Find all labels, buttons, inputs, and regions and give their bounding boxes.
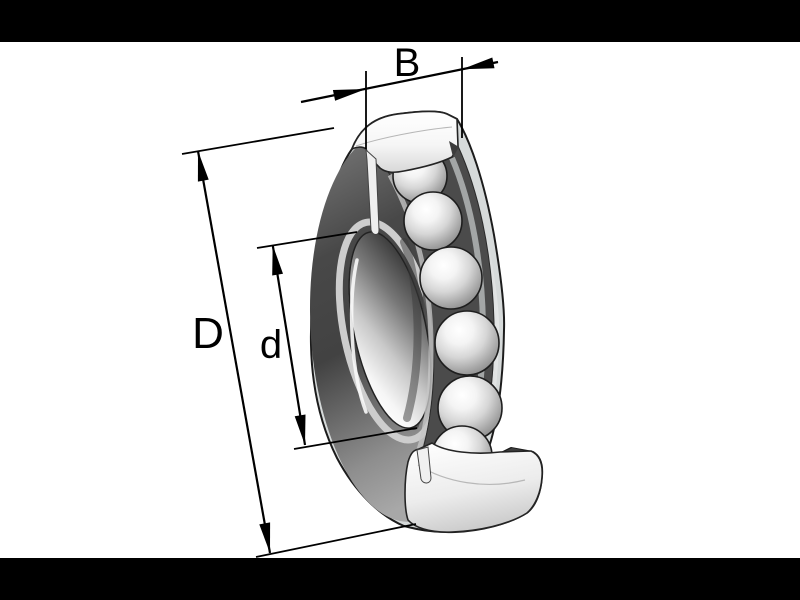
cut-notch-top-right: [449, 141, 459, 157]
dimension-d: d: [256, 231, 418, 450]
arrowhead: [259, 522, 271, 553]
dimension-D: D: [181, 127, 417, 558]
section-cut-top-ridge: [355, 126, 453, 147]
letterbox-bar-top: [0, 0, 800, 42]
dim-label-d: d: [260, 323, 282, 367]
dimension-B: B: [300, 41, 499, 149]
ball: [434, 310, 500, 376]
ball: [419, 246, 483, 310]
dim-label-D: D: [192, 309, 224, 358]
arrowhead: [332, 89, 366, 101]
ball: [403, 191, 463, 251]
section-cut-face-top: [351, 110, 459, 174]
dimension-line: [196, 150, 272, 554]
inner-ring-cut-sliver-bottom: [416, 446, 432, 484]
bore-back-edge: [400, 238, 422, 422]
section-cut-face-bottom: [404, 442, 543, 533]
arrowhead: [294, 414, 306, 445]
bore-left-highlight: [349, 258, 368, 414]
dimension-line: [271, 244, 307, 446]
bearing-body: [309, 110, 544, 534]
arrowhead: [272, 245, 283, 276]
extension-line: [181, 127, 335, 155]
arrowhead: [197, 151, 209, 182]
extension-line: [293, 427, 418, 450]
extension-line: [255, 523, 417, 558]
inner-ring-cut-sliver-top: [365, 148, 380, 235]
arrowhead: [462, 57, 495, 70]
dim-label-B: B: [394, 41, 421, 85]
letterbox-bar-bottom: [0, 558, 800, 600]
